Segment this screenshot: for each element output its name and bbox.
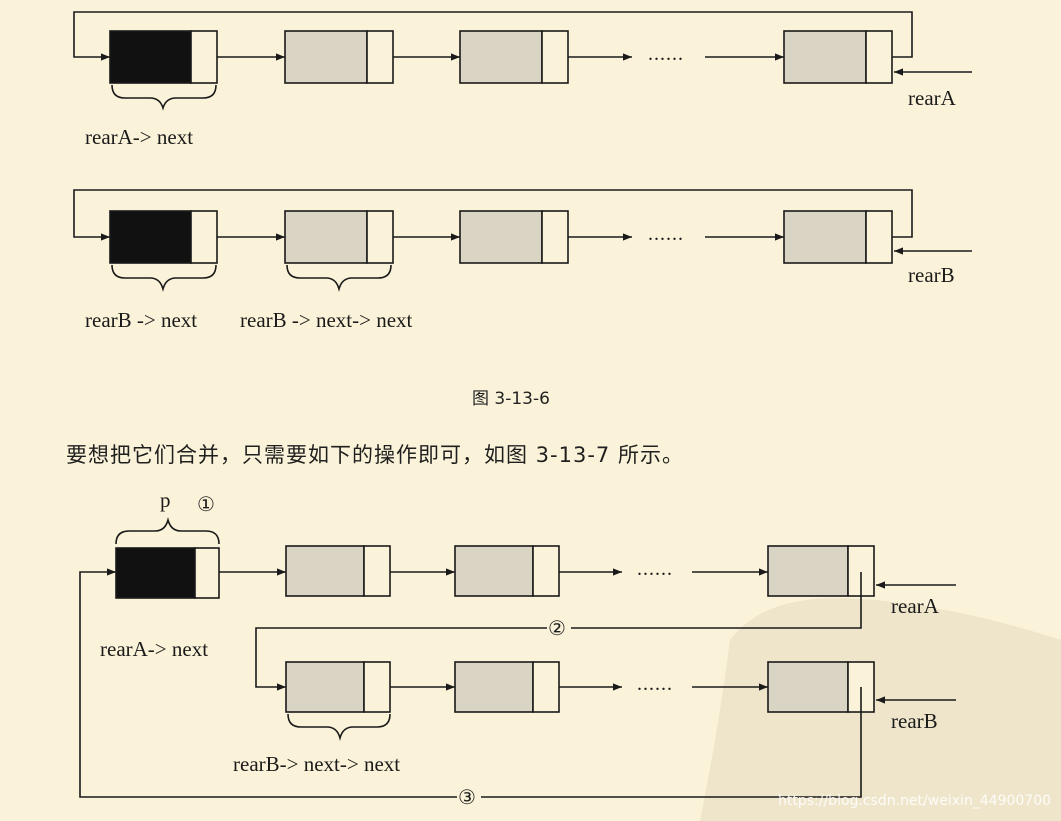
brace-label: rearB -> next-> next [240, 308, 413, 332]
node-next [366, 210, 394, 264]
node-next [541, 210, 569, 264]
ellipsis: ...... [637, 673, 673, 695]
circular-link [73, 189, 913, 241]
brace [286, 264, 392, 293]
node-data [459, 30, 543, 84]
last-node-data [767, 545, 849, 597]
figure-2 [73, 189, 972, 293]
ellipsis-marks: ...... ...... ...... ...... [637, 43, 684, 695]
last-node-next [865, 210, 893, 264]
node-data [285, 661, 365, 713]
node-data [459, 210, 543, 264]
head-node-data [109, 30, 192, 84]
step-2-marker: ② [548, 616, 566, 640]
seal-watermark [700, 598, 1061, 821]
head-node-data [115, 547, 196, 599]
ellipsis: ...... [648, 223, 684, 245]
node-data [454, 661, 534, 713]
node-next [532, 545, 560, 597]
brace-label: rearB-> next-> next [233, 752, 401, 776]
step3-link [79, 568, 862, 798]
node-next [363, 661, 391, 713]
node-next [363, 545, 391, 597]
pointer-p-label: p [160, 488, 171, 512]
node-next [541, 30, 569, 84]
node-data [284, 30, 368, 84]
brace [287, 713, 391, 742]
brace-label: rearB -> next [85, 308, 198, 332]
figure-3 [79, 516, 956, 798]
brace [111, 84, 217, 111]
brace [115, 516, 220, 545]
head-node-data [109, 210, 192, 264]
last-node-next [865, 30, 893, 84]
node-data [285, 545, 365, 597]
node-data [284, 210, 368, 264]
rear-b-label: rearB [891, 709, 938, 733]
step-3-marker: ③ [458, 785, 476, 809]
last-node-data [767, 661, 849, 713]
figure-caption: 图 3-13-6 [472, 389, 550, 409]
brace [111, 264, 217, 293]
node-next [366, 30, 394, 84]
brace-label: rearA-> next [100, 637, 209, 661]
ellipsis: ...... [637, 558, 673, 580]
head-node-next [194, 547, 220, 599]
head-node-next [190, 210, 218, 264]
rear-b-label: rearB [908, 263, 955, 287]
figure-1 [73, 11, 972, 111]
step-1-marker: ① [197, 492, 215, 516]
brace-label: rearA-> next [85, 125, 194, 149]
last-node-data [783, 30, 867, 84]
ellipsis: ...... [648, 43, 684, 65]
rear-a-label: rearA [908, 86, 956, 110]
head-node-next [190, 30, 218, 84]
watermark-url: https://blog.csdn.net/weixin_44900700 [778, 793, 1052, 809]
circular-link [73, 11, 913, 61]
step2-link [255, 572, 862, 691]
rear-a-label: rearA [891, 594, 939, 618]
body-paragraph: 要想把它们合并，只需要如下的操作即可，如图 3-13-7 所示。 [66, 443, 684, 467]
node-next [532, 661, 560, 713]
last-node-data [783, 210, 867, 264]
node-data [454, 545, 534, 597]
